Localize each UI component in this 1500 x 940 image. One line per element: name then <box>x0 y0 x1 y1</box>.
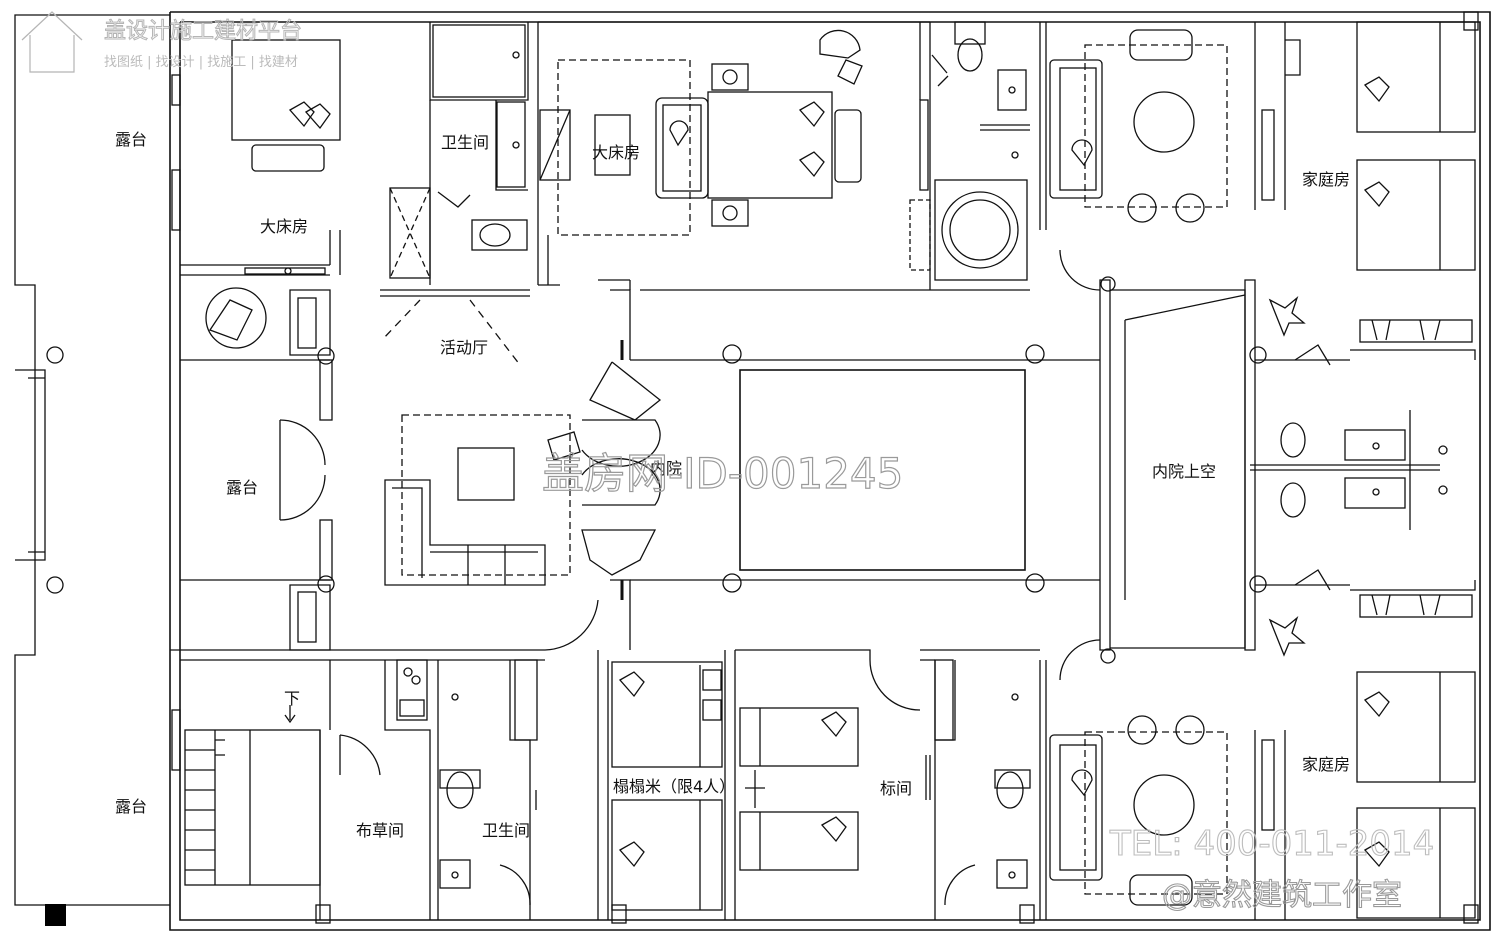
label-tatami: 榻榻米（限4人） <box>613 777 735 796</box>
tatami-room <box>544 599 736 920</box>
label-terrace-top: 露台 <box>115 130 147 149</box>
top-left-bedroom-walls <box>171 74 341 276</box>
bottom-left-bathroom <box>437 659 538 920</box>
label-bathroom-top: 卫生间 <box>441 133 489 152</box>
bottom-columns <box>315 11 1479 924</box>
center-bathroom <box>909 21 1030 281</box>
top-right-family-room <box>1039 21 1476 271</box>
mid-left-walls <box>180 289 335 651</box>
logo-tagline: 找图纸 | 找设计 | 找施工 | 找建材 <box>104 55 298 70</box>
bottom-left-walls <box>170 649 545 920</box>
label-inner-courtyard-void: 内院上空 <box>1152 462 1216 481</box>
label-activity-hall: 活动厅 <box>440 338 488 357</box>
round-chair-icon <box>205 287 267 349</box>
top-left-bed-icon <box>231 39 341 275</box>
watermark-tel: TEL: 400-011-2014 <box>1109 824 1434 864</box>
standard-room <box>735 649 1040 871</box>
label-master-bedroom-center: 大床房 <box>592 143 640 162</box>
label-standard-room: 标间 <box>880 779 912 798</box>
label-family-room-bottom: 家庭房 <box>1302 755 1350 774</box>
label-bathroom-bottom: 卫生间 <box>482 821 530 840</box>
label-terrace-mid: 露台 <box>226 478 258 497</box>
label-stair-down: 下 <box>284 689 300 708</box>
left-terrace-outline <box>14 14 170 906</box>
label-linen-room: 布草间 <box>356 821 404 840</box>
linen-room-door <box>339 734 381 776</box>
center-bed-icon <box>557 29 863 236</box>
kitchenette <box>396 659 428 721</box>
label-terrace-bottom: 露台 <box>115 797 147 816</box>
inner-courtyard-void <box>1059 249 1256 681</box>
logo-title: 盖设计施工建材平台 <box>104 19 302 44</box>
label-courtyard: 内院 <box>650 459 682 478</box>
center-bedroom-walls <box>538 21 1030 291</box>
bottom-right-bathroom <box>925 659 1031 920</box>
stair-icon <box>184 705 321 886</box>
courtyard <box>581 289 1100 650</box>
top-left-bathroom <box>380 22 539 366</box>
watermark-studio: @意然建筑工作室 <box>1162 878 1402 913</box>
corner-post <box>45 904 66 926</box>
outer-walls <box>169 11 1491 931</box>
logo-watermark: 盖设计施工建材平台 找图纸 | 找设计 | 找施工 | 找建材 <box>21 11 303 73</box>
right-bath-block <box>1249 296 1476 657</box>
label-master-bedroom-left: 大床房 <box>260 217 308 236</box>
watermark-center: 盖房网-ID-001245 <box>542 449 903 498</box>
label-family-room-top: 家庭房 <box>1302 170 1350 189</box>
activity-hall-sofa <box>384 414 581 586</box>
bottom-right-family-room <box>1039 660 1476 920</box>
